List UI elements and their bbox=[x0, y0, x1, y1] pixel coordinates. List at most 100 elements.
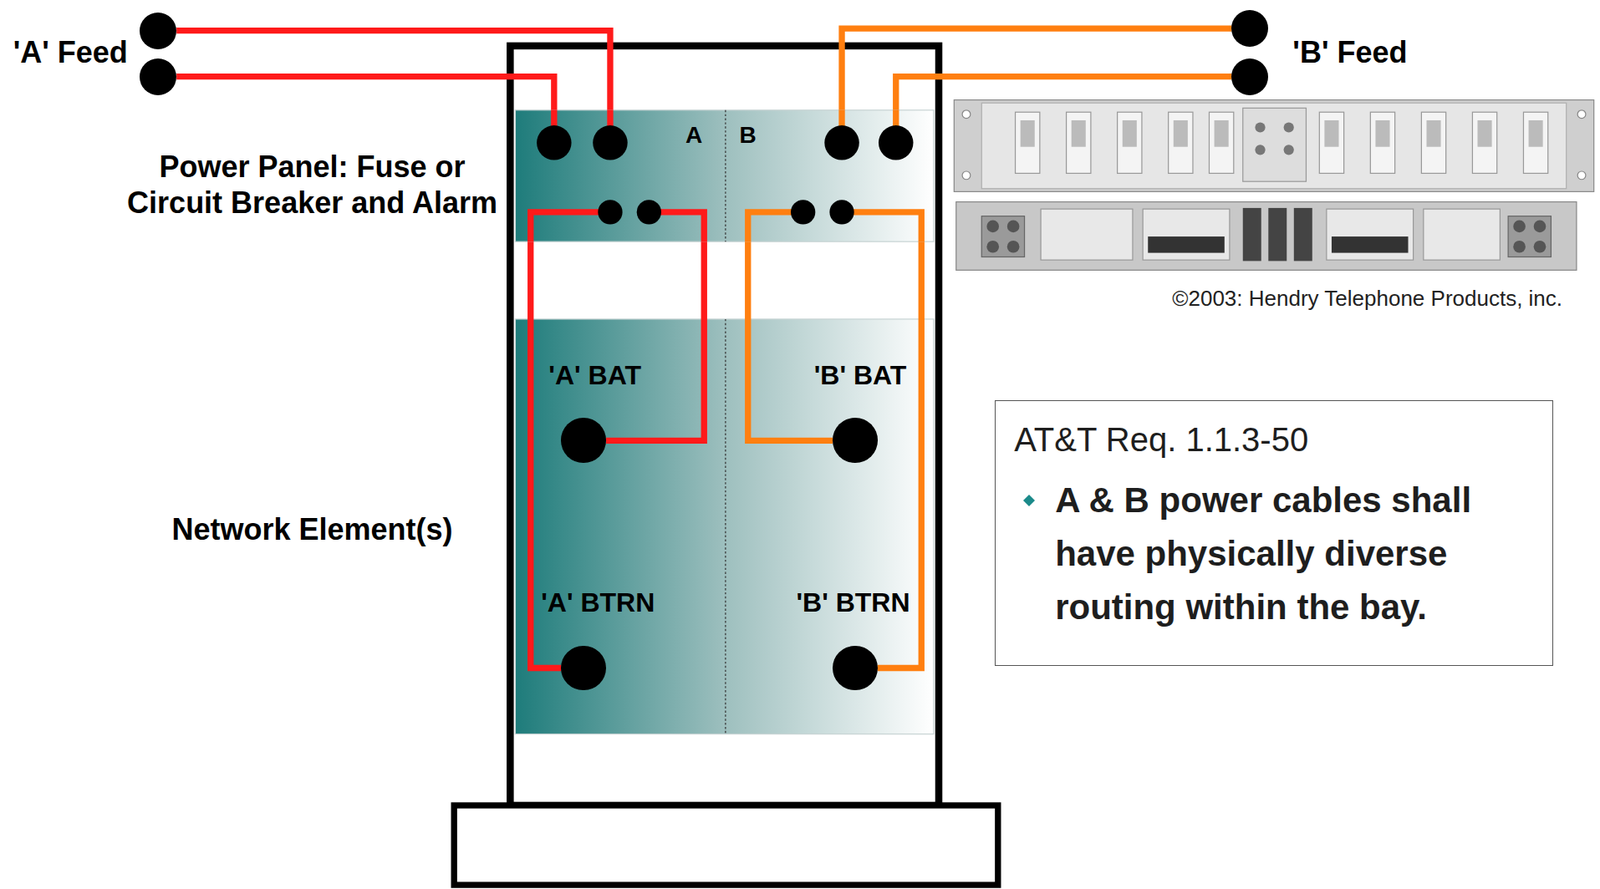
node-label: 'B' Feed bbox=[1292, 35, 1407, 72]
return-terminal: 'A' BTRN bbox=[560, 646, 607, 692]
switch-toggle bbox=[1020, 120, 1035, 148]
output-terminal bbox=[597, 199, 622, 225]
breaker-switch bbox=[1421, 112, 1446, 174]
breaker-switch bbox=[1472, 112, 1497, 174]
breaker-switch bbox=[1117, 112, 1142, 174]
breaker-switch bbox=[1523, 112, 1548, 174]
requirement-text: A & B power cables shall have physically… bbox=[1054, 473, 1539, 635]
rack-frame bbox=[509, 45, 939, 806]
terminal-post bbox=[981, 216, 1025, 258]
node-label: Power Panel: Fuse or Circuit Breaker and… bbox=[118, 148, 507, 221]
terminal-post bbox=[1508, 216, 1551, 258]
breaker-switch bbox=[1066, 112, 1091, 174]
power-cable bbox=[896, 76, 1233, 111]
mount-hole bbox=[1577, 110, 1586, 119]
network-element-band bbox=[514, 319, 933, 735]
bullet-diamond bbox=[1022, 494, 1036, 508]
node-label: B bbox=[739, 122, 757, 151]
fuse-block bbox=[1243, 208, 1262, 261]
power-cable bbox=[176, 30, 611, 111]
battery-terminal: 'A' BAT bbox=[560, 417, 607, 464]
switch-toggle bbox=[1375, 120, 1390, 148]
power-cable bbox=[841, 28, 1232, 111]
fuse-block bbox=[1294, 208, 1313, 261]
post-screw bbox=[1533, 240, 1547, 254]
post-screw bbox=[1513, 240, 1526, 254]
feed-terminals: 'B' Feed bbox=[1231, 10, 1269, 95]
return-terminal: 'B' BTRN bbox=[832, 646, 878, 692]
alarm-led bbox=[1254, 122, 1265, 133]
post-screw bbox=[1007, 240, 1020, 254]
terminal-strip bbox=[1331, 236, 1409, 254]
power-cable bbox=[748, 241, 833, 441]
feed-terminal bbox=[1231, 10, 1269, 47]
breaker-switch bbox=[1319, 112, 1344, 174]
node-label: 'A' BTRN bbox=[540, 586, 655, 619]
mount-hole bbox=[1577, 171, 1586, 180]
switch-toggle bbox=[1324, 120, 1339, 148]
divider-line bbox=[724, 110, 726, 242]
breaker-switch bbox=[1208, 112, 1234, 174]
power-cable bbox=[606, 241, 704, 441]
breaker-switch bbox=[1015, 112, 1040, 174]
wire-stub bbox=[530, 212, 611, 242]
panel-rear bbox=[956, 202, 1577, 271]
copyright-note: ©2003: Hendry Telephone Products, inc. bbox=[1171, 285, 1563, 312]
output-terminal bbox=[829, 199, 854, 225]
post-screw bbox=[1513, 220, 1526, 234]
input-terminal bbox=[536, 125, 572, 160]
post-screw bbox=[986, 220, 999, 234]
switch-toggle bbox=[1426, 120, 1441, 148]
panel-side: B bbox=[725, 110, 934, 242]
feed-terminal bbox=[139, 12, 177, 50]
fuse-block bbox=[1268, 208, 1287, 261]
node-label: Network Element(s) bbox=[171, 511, 453, 548]
output-terminal bbox=[636, 199, 662, 225]
output-terminal bbox=[790, 199, 816, 225]
switch-toggle bbox=[1528, 120, 1544, 148]
panel-front bbox=[953, 100, 1594, 193]
wire-stub bbox=[841, 212, 922, 242]
breaker-switch bbox=[1168, 112, 1193, 174]
alarm-module bbox=[1243, 107, 1307, 182]
feed-terminal bbox=[139, 58, 177, 96]
panel-side: A bbox=[514, 110, 725, 242]
switch-toggle bbox=[1214, 120, 1229, 148]
bullet-diamond bbox=[1023, 494, 1035, 507]
node-label: 'A' Feed bbox=[13, 35, 128, 72]
mount-hole bbox=[962, 110, 971, 119]
mount-hole bbox=[962, 171, 971, 180]
node-label: 'B' BAT bbox=[814, 359, 908, 392]
requirement-title: AT&T Req. 1.1.3-50 bbox=[1014, 419, 1539, 460]
rack-base bbox=[453, 805, 999, 886]
network-element: 'A' BAT'B' BAT'A' BTRN'B' BTRNNetwork El… bbox=[514, 319, 933, 735]
post-screw bbox=[986, 240, 999, 254]
power-panel: ABPower Panel: Fuse or Circuit Breaker a… bbox=[514, 110, 933, 242]
input-terminal bbox=[592, 125, 628, 160]
alarm-led bbox=[1254, 144, 1265, 155]
node-label: A bbox=[685, 122, 703, 151]
rear-label-plate bbox=[1142, 208, 1230, 260]
rear-label-plate bbox=[1326, 208, 1414, 260]
switch-toggle bbox=[1122, 120, 1137, 148]
node-label: 'A' BAT bbox=[548, 359, 642, 392]
power-cable bbox=[176, 76, 555, 111]
feed-terminals: 'A' Feed bbox=[139, 12, 177, 96]
product-photo bbox=[953, 100, 1594, 271]
divider-line bbox=[724, 319, 726, 735]
post-screw bbox=[1007, 220, 1020, 234]
power-panel-band bbox=[514, 110, 933, 242]
panel-face bbox=[981, 102, 1566, 189]
feed-terminal bbox=[1231, 58, 1269, 96]
rear-label-plate bbox=[1040, 208, 1133, 260]
input-terminal bbox=[824, 125, 860, 160]
post-screw bbox=[1533, 220, 1547, 234]
battery-terminal: 'B' BAT bbox=[832, 417, 878, 464]
alarm-led bbox=[1284, 122, 1295, 133]
breaker-switch bbox=[1370, 112, 1395, 174]
node-label: 'B' BTRN bbox=[795, 586, 910, 619]
switch-toggle bbox=[1477, 120, 1493, 148]
terminal-strip bbox=[1147, 236, 1225, 254]
alarm-led bbox=[1284, 144, 1295, 155]
requirement-box: AT&T Req. 1.1.3-50 A & B power cables sha… bbox=[994, 400, 1554, 668]
